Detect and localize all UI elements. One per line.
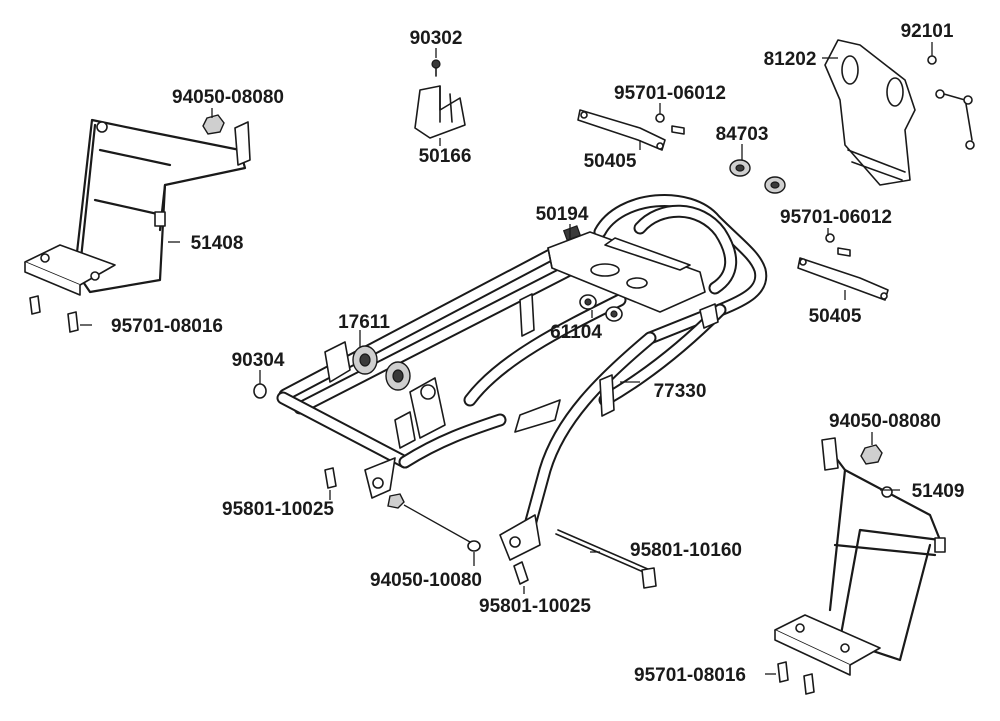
part-labels: 90302 50166 92101 81202 95701-06012 5040… [111,21,964,686]
nut-94050-08080-right [860,444,883,465]
label-90304: 90304 [232,350,285,371]
label-50166: 50166 [419,146,472,167]
grommets-84703 [729,159,786,194]
label-84703: 84703 [716,124,769,145]
label-94050-10080: 94050-10080 [370,570,482,591]
clip-50166 [414,85,466,139]
bolt-90302 [431,59,441,77]
bolt-95701-06012-top [655,113,685,135]
rubber-bushings-17611 [352,345,411,391]
bolt-95801-10025-left [324,467,337,489]
plate-81202 [824,39,916,186]
gas-strut-50405-right [797,257,889,301]
label-61104: 61104 [550,322,602,343]
label-51409: 51409 [912,481,965,502]
bolts-95701-08016-left [29,295,79,333]
screws-92101 [927,55,975,150]
label-81202: 81202 [764,49,817,70]
long-bolt-95801-10160 [555,529,657,589]
bolt-95801-10025-bottom [513,561,529,585]
label-51408: 51408 [191,233,244,254]
label-90302: 90302 [410,28,463,49]
label-94050-08080-right: 94050-08080 [829,411,941,432]
washer-90304 [253,383,267,399]
bolt-95701-06012-right [825,233,851,257]
right-bracket-51409 [774,437,946,676]
label-50405-right: 50405 [809,306,862,327]
label-50405-top: 50405 [584,151,637,172]
washers-61104 [579,294,623,322]
label-95801-10025-left: 95801-10025 [222,499,334,520]
main-frame-77330 [276,194,768,561]
leader-lines [80,42,933,675]
label-77330: 77330 [654,381,707,402]
nut-94050-08080-left [202,114,225,135]
label-95801-10160: 95801-10160 [630,540,742,561]
label-95701-06012-right: 95701-06012 [780,207,892,228]
left-bracket-51408 [24,118,251,296]
gas-strut-50405-top [577,109,666,151]
bolts-95701-08016-right [777,661,815,695]
label-95701-06012-top: 95701-06012 [614,83,726,104]
nut-94050-10080 [387,493,481,552]
label-94050-08080-left: 94050-08080 [172,87,284,108]
label-95801-10025-bottom: 95801-10025 [479,596,591,617]
label-17611: 17611 [338,312,390,333]
label-92101: 92101 [901,21,954,42]
label-95701-08016-right: 95701-08016 [634,665,746,686]
label-50194: 50194 [536,204,589,225]
label-95701-08016-left: 95701-08016 [111,316,223,337]
